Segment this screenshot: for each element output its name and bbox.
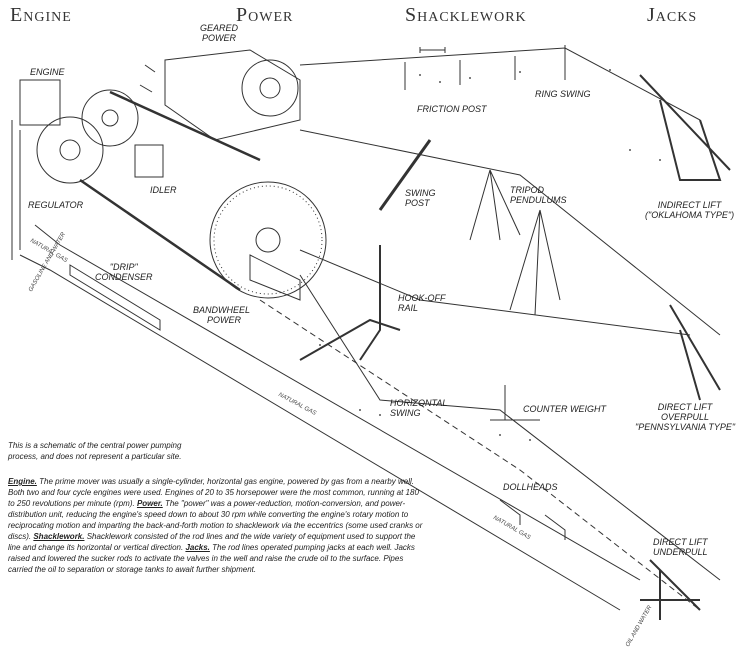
- pipeline-upper: [34, 224, 641, 581]
- label-indirect-lift: INDIRECT LIFT ("OKLAHOMA TYPE"): [645, 200, 734, 220]
- label-bandwheel-line2: POWER: [207, 315, 242, 325]
- text-jacks: The rod lines operated pumping jacks at …: [8, 543, 415, 574]
- header-shacklework: Shacklework: [405, 4, 527, 26]
- drip-condenser: [69, 264, 161, 331]
- label-underpull-line2: UNDERPULL: [653, 547, 708, 557]
- label-engine: ENGINE: [30, 67, 65, 77]
- label-swing-post-line1: SWING: [405, 188, 436, 198]
- label-drip-line2: CONDENSER: [95, 272, 153, 282]
- label-bandwheel-power: BANDWHEEL POWER: [193, 305, 250, 325]
- label-overpull-line2: OVERPULL: [661, 412, 710, 422]
- text-power: The "power" was a power-reduction, motio…: [8, 499, 423, 541]
- label-idler: IDLER: [150, 185, 177, 195]
- label-regulator: REGULATOR: [28, 200, 84, 210]
- label-geared-power: GEARED POWER: [200, 23, 238, 43]
- label-swing-post-line2: POST: [405, 198, 430, 208]
- label-underpull-line1: DIRECT LIFT: [653, 537, 708, 547]
- label-tripod-line2: PENDULUMS: [510, 195, 567, 205]
- pipeline-lower: [19, 254, 621, 611]
- label-counter-weight: COUNTER WEIGHT: [523, 404, 606, 414]
- label-tripod-line1: TRIPOD: [510, 185, 545, 195]
- label-overpull-line1: DIRECT LIFT: [657, 402, 713, 412]
- dollhead-1: [499, 499, 521, 525]
- drive-belt: [79, 90, 261, 292]
- counter-weight-post: [490, 385, 540, 421]
- idler-box: [134, 144, 164, 178]
- label-indirect-line1: INDIRECT LIFT: [657, 200, 722, 210]
- rod-line-top: [299, 47, 701, 121]
- friction-post: [404, 56, 516, 90]
- term-shacklework: Shacklework.: [33, 532, 85, 541]
- tripod-pendulum-1: [469, 169, 521, 241]
- label-horizontal-line1: HORIZONTAL: [390, 398, 448, 408]
- engine-flywheel-2: [81, 89, 139, 147]
- label-bandwheel-line1: BANDWHEEL: [193, 305, 251, 315]
- engine-flywheel-1: [36, 116, 104, 184]
- rod-line-hookoff: [299, 249, 691, 336]
- label-friction-post: FRICTION POST: [417, 104, 487, 114]
- label-direct-lift-underpull: DIRECT LIFT UNDERPULL: [653, 537, 708, 557]
- pipeline-mid: [259, 299, 701, 611]
- geared-power-frame: [164, 49, 301, 141]
- label-overpull-line3: "PENNSYLVANIA TYPE": [635, 422, 736, 432]
- label-indirect-line2: ("OKLAHOMA TYPE"): [645, 210, 735, 220]
- header-engine: Engine: [10, 4, 72, 26]
- label-drip-line1: "DRIP": [109, 262, 138, 272]
- label-drip-condenser: "DRIP" CONDENSER: [95, 262, 153, 282]
- label-geared-power-line2: POWER: [202, 33, 237, 43]
- arrow-top: [419, 47, 446, 53]
- caption: This is a schematic of the central power…: [8, 440, 423, 462]
- label-direct-lift-overpull: DIRECT LIFT OVERPULL "PENNSYLVANIA TYPE": [635, 402, 735, 432]
- header-jacks: Jacks: [647, 4, 698, 26]
- text-shacklework: Shacklework consisted of the rod lines a…: [8, 532, 416, 552]
- tripod-pendulum-2: [509, 209, 561, 316]
- rod-line-tripod: [299, 129, 721, 336]
- geared-wheel: [241, 59, 299, 117]
- header-power: Power: [236, 4, 294, 26]
- indirect-lift-jack: [639, 74, 731, 181]
- label-hookoff-line2: RAIL: [398, 303, 419, 313]
- term-engine: Engine.: [8, 477, 37, 486]
- overpull-jack: [669, 304, 721, 401]
- label-hookoff-line1: HOOK-OFF: [398, 293, 446, 303]
- caption-line2: process, and does not represent a partic…: [8, 452, 182, 461]
- label-tripod-pendulums: TRIPOD PENDULUMS: [510, 185, 567, 205]
- label-horizontal-line2: SWING: [390, 408, 421, 418]
- description: Engine. The prime mover was usually a si…: [8, 476, 423, 575]
- dollhead-2: [544, 514, 566, 540]
- term-jacks: Jacks.: [185, 543, 210, 552]
- label-swing-post: SWING POST: [405, 188, 436, 208]
- engine-body: [19, 79, 61, 126]
- bandwheel: [209, 181, 327, 299]
- label-horizontal-swing: HORIZONTAL SWING: [390, 398, 447, 418]
- label-geared-power-line1: GEARED: [200, 23, 239, 33]
- arrow-power: [139, 64, 156, 93]
- label-hook-off-rail: HOOK-OFF RAIL: [398, 293, 446, 313]
- text-engine: The prime mover was usually a single-cyl…: [8, 477, 419, 508]
- hook-off-rail: [359, 245, 381, 361]
- horizontal-swing: [299, 318, 401, 361]
- swing-post: [378, 139, 432, 211]
- caption-line1: This is a schematic of the central power…: [8, 441, 182, 450]
- underpull-jack: [640, 559, 701, 620]
- label-ring-swing: RING SWING: [535, 89, 591, 99]
- term-power: Power.: [136, 499, 163, 508]
- label-dollheads: DOLLHEADS: [503, 482, 558, 492]
